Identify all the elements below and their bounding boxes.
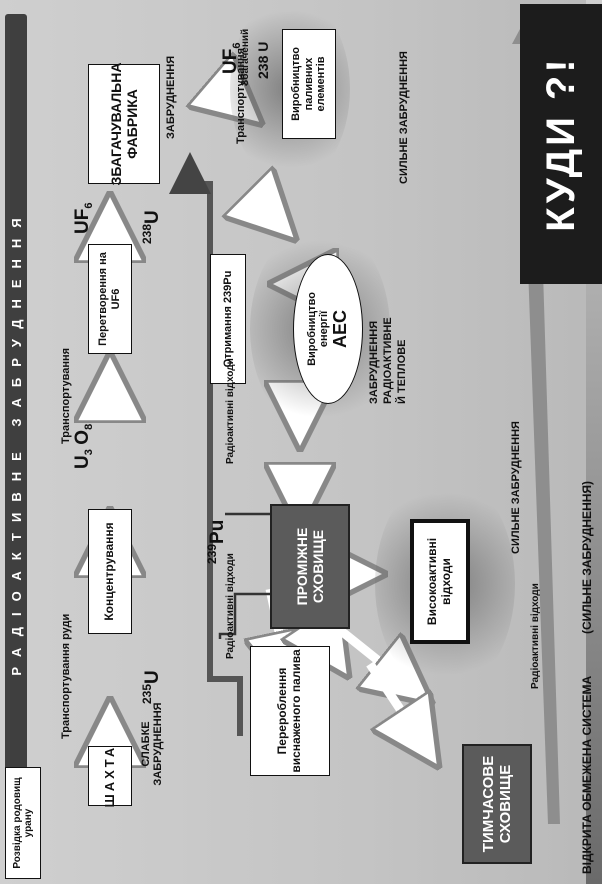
exploration-box: Розвідка родовищ урану [5, 767, 41, 879]
recycle-line [169, 152, 243, 736]
strong-pollution-label-2: СИЛЬНЕ ЗАБРУДНЕННЯ [510, 421, 522, 554]
u238-label: 238U [140, 210, 163, 244]
npp-line2: енергії [317, 310, 330, 348]
npp-abbr: АЕС [329, 310, 350, 349]
transport-label-2: Транспортування [235, 47, 247, 144]
temporary-storage-box: ТИМЧАСОВЕ СХОВИЩЕ [462, 744, 532, 864]
uf6-label: UF6 [72, 202, 95, 234]
radio-thermal-2: РАДІОАКТИВНЕ [382, 317, 394, 404]
transport-ore-label: Транспортування руди [60, 613, 72, 739]
radioactive-pollution-banner: РАДІОАКТИВНЕ ЗАБРУДНЕННЯ [5, 14, 27, 869]
concentration-box: Концентрування [88, 509, 132, 634]
mine-box: ШАХТА [88, 745, 132, 807]
transport-label-1: Транспортування [60, 347, 72, 444]
high-level-waste-box: Високоактивні відходи [410, 519, 470, 644]
pollution-label: ЗАБРУДНЕННЯ [165, 55, 177, 139]
radwaste-label-1: Радіоактивні відходи [225, 358, 236, 464]
interim-storage-box: ПРОМІЖНЕ СХОВИЩЕ [270, 504, 350, 629]
where-box: КУДИ ?! [520, 4, 602, 284]
open-system-label: ВІДКРИТА ОБМЕЖЕНА СИСТЕМА [580, 675, 594, 874]
radwaste-label-3: Радіоактивні відходи [530, 583, 541, 689]
enrichment-plant-box: ЗБАГАЧУВАЛЬНА ФАБРИКА [88, 63, 160, 185]
radio-thermal-3: Й ТЕПЛОВЕ [396, 339, 408, 404]
strong-pollution-paren-label: (СИЛЬНЕ ЗАБРУДНЕННЯ) [580, 480, 594, 634]
strong-pollution-label: СИЛЬНЕ ЗАБРУДНЕННЯ [398, 51, 410, 184]
fuel-production-box: Виробництво паливних елементів [282, 29, 336, 139]
u238-enriched-label: 238 U [255, 41, 271, 79]
radwaste-label-2: Радіоактивні відходи [225, 553, 236, 659]
reprocessing-box: Перероблення виснаженого палива [250, 646, 330, 776]
radio-thermal-1: ЗАБРУДНЕННЯ [368, 320, 380, 404]
conversion-box: Перетворення на UF6 [88, 244, 132, 354]
npp-line1: Виробництво [305, 292, 318, 366]
weak-pollution-label: СЛАБКЕ ЗАБРУДНЕННЯ [140, 702, 164, 786]
npp-ellipse: Виробництво енергії АЕС [293, 254, 363, 404]
big-arrow-bottom [512, 14, 560, 824]
u3o8-label: U3 O8 [72, 423, 95, 469]
